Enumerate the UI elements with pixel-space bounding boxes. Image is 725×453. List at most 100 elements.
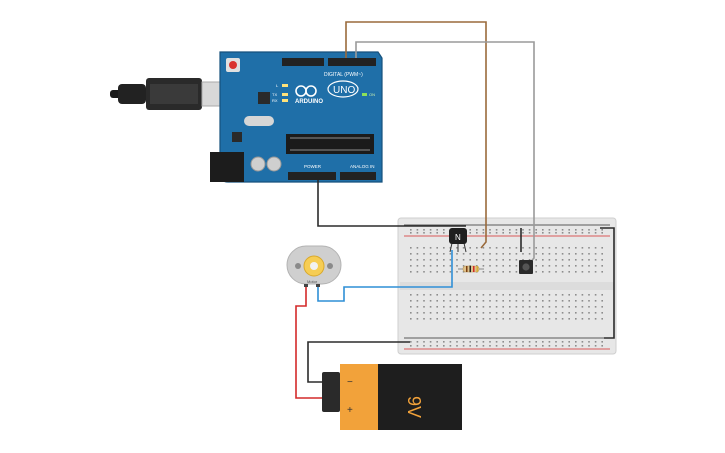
breadboard-hole[interactable] (449, 253, 452, 255)
breadboard-hole[interactable] (522, 247, 524, 249)
pushbutton[interactable] (519, 260, 533, 274)
breadboard-hole[interactable] (594, 253, 597, 255)
breadboard-hole[interactable] (462, 259, 465, 261)
breadboard-hole[interactable] (561, 312, 564, 314)
breadboard-hole[interactable] (594, 259, 597, 261)
breadboard-hole[interactable] (581, 232, 584, 234)
breadboard-hole[interactable] (555, 247, 557, 249)
breadboard-hole[interactable] (495, 247, 498, 249)
breadboard-hole[interactable] (581, 312, 584, 314)
breadboard-hole[interactable] (581, 247, 584, 249)
breadboard-hole[interactable] (410, 341, 412, 343)
breadboard-hole[interactable] (509, 294, 511, 296)
breadboard-hole[interactable] (528, 318, 531, 320)
breadboard-hole[interactable] (495, 294, 498, 296)
breadboard-hole[interactable] (416, 294, 419, 296)
arduino-uno-board[interactable]: DIGITAL (PWM~) L TX RX ARDUINO UNO ON (210, 51, 383, 183)
breadboard-hole[interactable] (535, 271, 537, 273)
breadboard-hole[interactable] (495, 318, 498, 320)
breadboard-hole[interactable] (575, 259, 577, 261)
breadboard-hole[interactable] (410, 253, 412, 255)
breadboard-hole[interactable] (476, 341, 478, 343)
breadboard-hole[interactable] (561, 247, 564, 249)
breadboard-hole[interactable] (469, 253, 471, 255)
breadboard-hole[interactable] (555, 229, 557, 231)
digital-header-left[interactable] (282, 58, 324, 66)
breadboard-hole[interactable] (568, 259, 570, 261)
breadboard-hole[interactable] (423, 306, 425, 308)
breadboard-hole[interactable] (502, 306, 504, 308)
breadboard-hole[interactable] (416, 232, 419, 234)
breadboard-hole[interactable] (561, 294, 564, 296)
breadboard-hole[interactable] (555, 271, 557, 273)
wire-gnd-black[interactable] (317, 180, 466, 227)
breadboard-hole[interactable] (423, 341, 425, 343)
breadboard-hole[interactable] (601, 253, 603, 255)
breadboard-hole[interactable] (601, 271, 603, 273)
breadboard-hole[interactable] (509, 306, 511, 308)
breadboard-hole[interactable] (522, 232, 524, 234)
breadboard-hole[interactable] (601, 259, 603, 261)
breadboard-hole[interactable] (581, 253, 584, 255)
breadboard-hole[interactable] (594, 312, 597, 314)
breadboard-hole[interactable] (522, 300, 524, 302)
breadboard-hole[interactable] (575, 232, 577, 234)
breadboard-hole[interactable] (502, 259, 504, 261)
usb-cable[interactable] (110, 78, 231, 110)
breadboard-hole[interactable] (429, 300, 432, 302)
breadboard-hole[interactable] (509, 341, 511, 343)
breadboard-hole[interactable] (429, 265, 432, 267)
breadboard-hole[interactable] (410, 294, 412, 296)
breadboard-hole[interactable] (456, 253, 458, 255)
breadboard-hole[interactable] (509, 253, 511, 255)
resistor[interactable] (458, 265, 484, 273)
breadboard-hole[interactable] (449, 300, 452, 302)
breadboard-hole[interactable] (489, 341, 491, 343)
breadboard-hole[interactable] (429, 253, 432, 255)
breadboard-hole[interactable] (423, 312, 425, 314)
breadboard-hole[interactable] (416, 247, 419, 249)
breadboard-hole[interactable] (575, 271, 577, 273)
breadboard-hole[interactable] (515, 341, 518, 343)
breadboard-hole[interactable] (502, 229, 504, 231)
breadboard-hole[interactable] (476, 294, 478, 296)
breadboard-hole[interactable] (588, 345, 590, 347)
breadboard-hole[interactable] (429, 312, 432, 314)
breadboard-hole[interactable] (502, 294, 504, 296)
breadboard-hole[interactable] (410, 271, 412, 273)
breadboard-hole[interactable] (515, 312, 518, 314)
breadboard-hole[interactable] (581, 318, 584, 320)
breadboard-hole[interactable] (436, 265, 438, 267)
breadboard-hole[interactable] (535, 265, 537, 267)
breadboard-hole[interactable] (575, 247, 577, 249)
breadboard-hole[interactable] (489, 253, 491, 255)
breadboard-hole[interactable] (436, 318, 438, 320)
breadboard-hole[interactable] (443, 259, 445, 261)
breadboard-hole[interactable] (528, 345, 531, 347)
breadboard-hole[interactable] (528, 300, 531, 302)
breadboard-hole[interactable] (482, 312, 485, 314)
breadboard-hole[interactable] (502, 345, 504, 347)
breadboard-hole[interactable] (581, 306, 584, 308)
breadboard-hole[interactable] (588, 312, 590, 314)
breadboard-hole[interactable] (443, 341, 445, 343)
breadboard-hole[interactable] (528, 259, 531, 261)
breadboard-hole[interactable] (575, 229, 577, 231)
breadboard-hole[interactable] (443, 294, 445, 296)
breadboard-hole[interactable] (495, 341, 498, 343)
breadboard-hole[interactable] (482, 341, 485, 343)
breadboard-hole[interactable] (535, 318, 537, 320)
breadboard-hole[interactable] (548, 253, 551, 255)
breadboard-hole[interactable] (568, 318, 570, 320)
breadboard-hole[interactable] (469, 229, 471, 231)
breadboard-hole[interactable] (476, 232, 478, 234)
breadboard-hole[interactable] (575, 265, 577, 267)
breadboard-hole[interactable] (548, 294, 551, 296)
breadboard-hole[interactable] (502, 247, 504, 249)
breadboard-hole[interactable] (482, 259, 485, 261)
breadboard-hole[interactable] (436, 253, 438, 255)
breadboard-hole[interactable] (548, 345, 551, 347)
breadboard-hole[interactable] (410, 345, 412, 347)
breadboard-hole[interactable] (594, 247, 597, 249)
breadboard-hole[interactable] (449, 247, 452, 249)
